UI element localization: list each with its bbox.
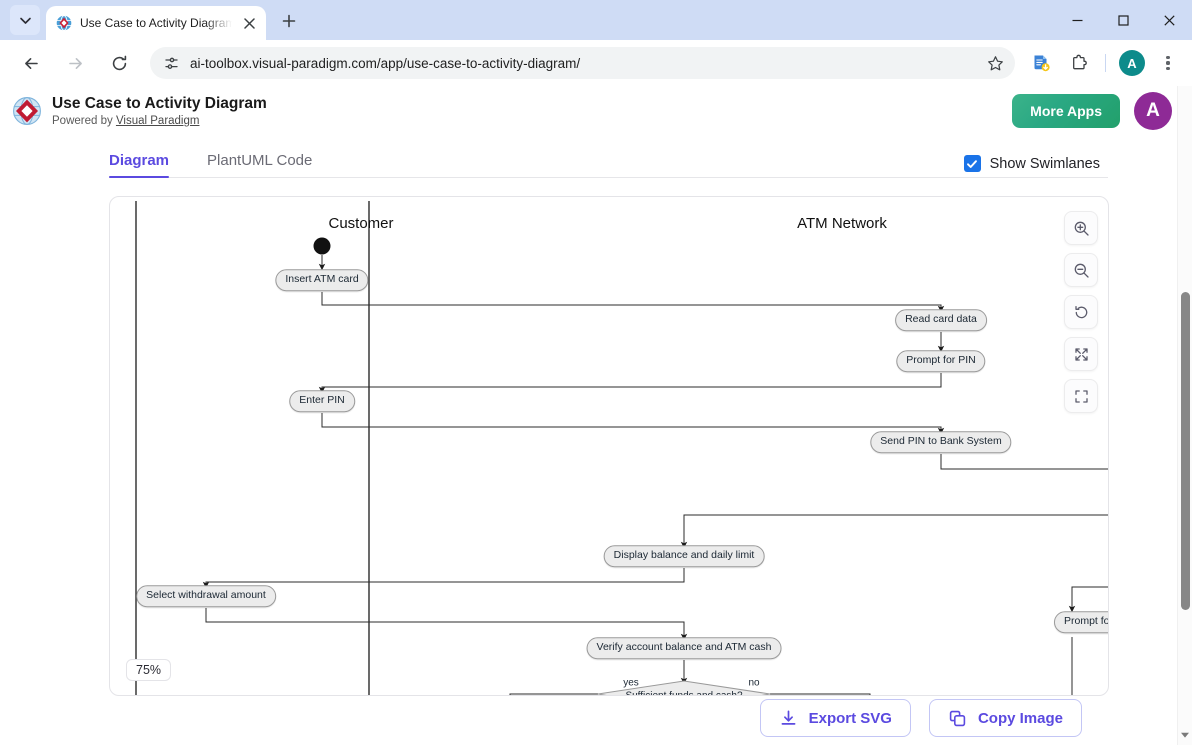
edge-label-no: no <box>748 677 760 689</box>
page-settings-icon[interactable] <box>160 52 182 74</box>
view-tabs: Diagram PlantUML Code Show Swimlanes <box>0 140 1192 178</box>
checkmark-icon <box>967 159 978 168</box>
reset-zoom-icon <box>1074 305 1087 318</box>
fit-screen-icon <box>1074 347 1088 361</box>
activity-node-verify-account-balance-and-atm-cash[interactable]: Verify account balance and ATM cash <box>586 637 782 659</box>
footer-actions: Export SVG Copy Image <box>759 699 1082 737</box>
decision-node-label: Sufficient funds and cash? <box>625 691 742 696</box>
tab-diagram[interactable]: Diagram <box>109 152 170 178</box>
address-bar[interactable]: ai-toolbox.visual-paradigm.com/app/use-c… <box>150 47 1015 79</box>
window-maximize-button[interactable] <box>1100 0 1146 40</box>
browser-toolbar: ai-toolbox.visual-paradigm.com/app/use-c… <box>0 40 1192 86</box>
show-swimlanes-label: Show Swimlanes <box>989 155 1100 172</box>
arrow-left-icon <box>24 57 38 69</box>
tab-title: Use Case to Activity Diagram Ed <box>80 16 232 30</box>
zoom-out-button[interactable] <box>1064 253 1098 287</box>
close-icon <box>1163 14 1175 26</box>
zoom-level-badge: 75% <box>126 659 172 681</box>
lane-title-customer: Customer <box>328 215 394 232</box>
visual-paradigm-link[interactable]: Visual Paradigm <box>115 114 200 127</box>
activity-node-prompt-for-pin-again[interactable]: Prompt for PIN again <box>1053 611 1108 633</box>
url-text: ai-toolbox.visual-paradigm.com/app/use-c… <box>190 55 581 71</box>
visual-paradigm-favicon-icon <box>56 15 72 31</box>
activity-node-prompt-for-pin[interactable]: Prompt for PIN <box>896 350 986 372</box>
copy-icon <box>949 710 966 726</box>
app-title-block: Use Case to Activity Diagram Powered by … <box>52 95 1012 127</box>
copy-image-label: Copy Image <box>977 709 1063 727</box>
triangle-down-icon <box>1181 732 1189 738</box>
canvas-tools <box>1064 211 1098 413</box>
tab-plantuml-code[interactable]: PlantUML Code <box>207 152 312 178</box>
maximize-icon <box>1117 14 1129 26</box>
diagram-canvas-container[interactable]: Customer ATM Network Insert ATM card Rea… <box>109 196 1109 696</box>
toolbar-divider <box>1105 54 1106 72</box>
diagram-canvas[interactable]: Customer ATM Network Insert ATM card Rea… <box>110 197 1108 695</box>
fullscreen-button[interactable] <box>1064 379 1098 413</box>
zoom-in-icon <box>1074 221 1089 236</box>
plus-icon <box>282 14 296 28</box>
window-close-button[interactable] <box>1146 0 1192 40</box>
lane-title-atm-network: ATM Network <box>797 215 887 232</box>
activity-diagram-graphics <box>135 201 1108 695</box>
bookmark-star-icon[interactable] <box>981 49 1009 77</box>
browser-tab[interactable]: Use Case to Activity Diagram Ed <box>46 6 266 40</box>
window-minimize-button[interactable] <box>1054 0 1100 40</box>
visual-paradigm-logo-icon <box>12 96 42 126</box>
new-tab-button[interactable] <box>274 6 304 36</box>
activity-node-read-card-data[interactable]: Read card data <box>895 309 987 331</box>
powered-by-text: Powered by Visual Paradigm <box>52 115 1012 127</box>
user-avatar[interactable]: A <box>1134 92 1172 130</box>
zoom-in-button[interactable] <box>1064 211 1098 245</box>
page-scrollbar[interactable] <box>1177 86 1192 745</box>
export-svg-label: Export SVG <box>808 709 892 727</box>
tab-strip: Use Case to Activity Diagram Ed <box>0 0 1192 40</box>
export-svg-button[interactable]: Export SVG <box>759 699 911 737</box>
edge-label-yes: yes <box>623 677 639 689</box>
arrow-right-icon <box>68 57 82 69</box>
chevron-down-icon <box>19 17 31 24</box>
extensions-puzzle-icon[interactable] <box>1064 48 1094 78</box>
show-swimlanes-toggle[interactable]: Show Swimlanes <box>963 155 1100 172</box>
activity-node-display-balance-and-daily-limit[interactable]: Display balance and daily limit <box>603 545 765 567</box>
scrollbar-down-arrow[interactable] <box>1178 731 1192 739</box>
zoom-out-icon <box>1074 263 1089 278</box>
initial-node[interactable] <box>313 237 331 255</box>
scrollbar-thumb[interactable] <box>1181 292 1190 610</box>
activity-node-enter-pin[interactable]: Enter PIN <box>289 390 355 412</box>
reload-button[interactable] <box>103 47 135 79</box>
document-download-extension-icon[interactable] <box>1026 48 1056 78</box>
tab-search-button[interactable] <box>10 5 40 35</box>
browser-profile-avatar[interactable]: A <box>1119 50 1145 76</box>
reload-icon <box>112 55 126 70</box>
activity-node-select-withdrawal-amount[interactable]: Select withdrawal amount <box>136 585 276 607</box>
window-controls <box>1054 0 1192 40</box>
app-header: Use Case to Activity Diagram Powered by … <box>0 86 1192 136</box>
browser-menu-button[interactable] <box>1154 49 1182 77</box>
fullscreen-icon <box>1074 389 1088 403</box>
more-apps-button[interactable]: More Apps <box>1012 94 1120 128</box>
reset-zoom-button[interactable] <box>1064 295 1098 329</box>
back-button[interactable] <box>15 47 47 79</box>
page-content: Use Case to Activity Diagram Powered by … <box>0 86 1192 745</box>
tab-close-icon[interactable] <box>240 14 258 32</box>
show-swimlanes-checkbox[interactable] <box>963 155 981 172</box>
powered-by-prefix: Powered by <box>52 114 116 127</box>
download-icon <box>781 710 796 725</box>
copy-image-button[interactable]: Copy Image <box>928 699 1082 737</box>
fit-to-screen-button[interactable] <box>1064 337 1098 371</box>
minimize-icon <box>1072 19 1082 21</box>
page-title: Use Case to Activity Diagram <box>52 95 267 113</box>
activity-node-insert-atm-card[interactable]: Insert ATM card <box>275 269 369 291</box>
activity-node-send-pin-to-bank-system[interactable]: Send PIN to Bank System <box>870 431 1012 453</box>
forward-button[interactable] <box>59 47 91 79</box>
